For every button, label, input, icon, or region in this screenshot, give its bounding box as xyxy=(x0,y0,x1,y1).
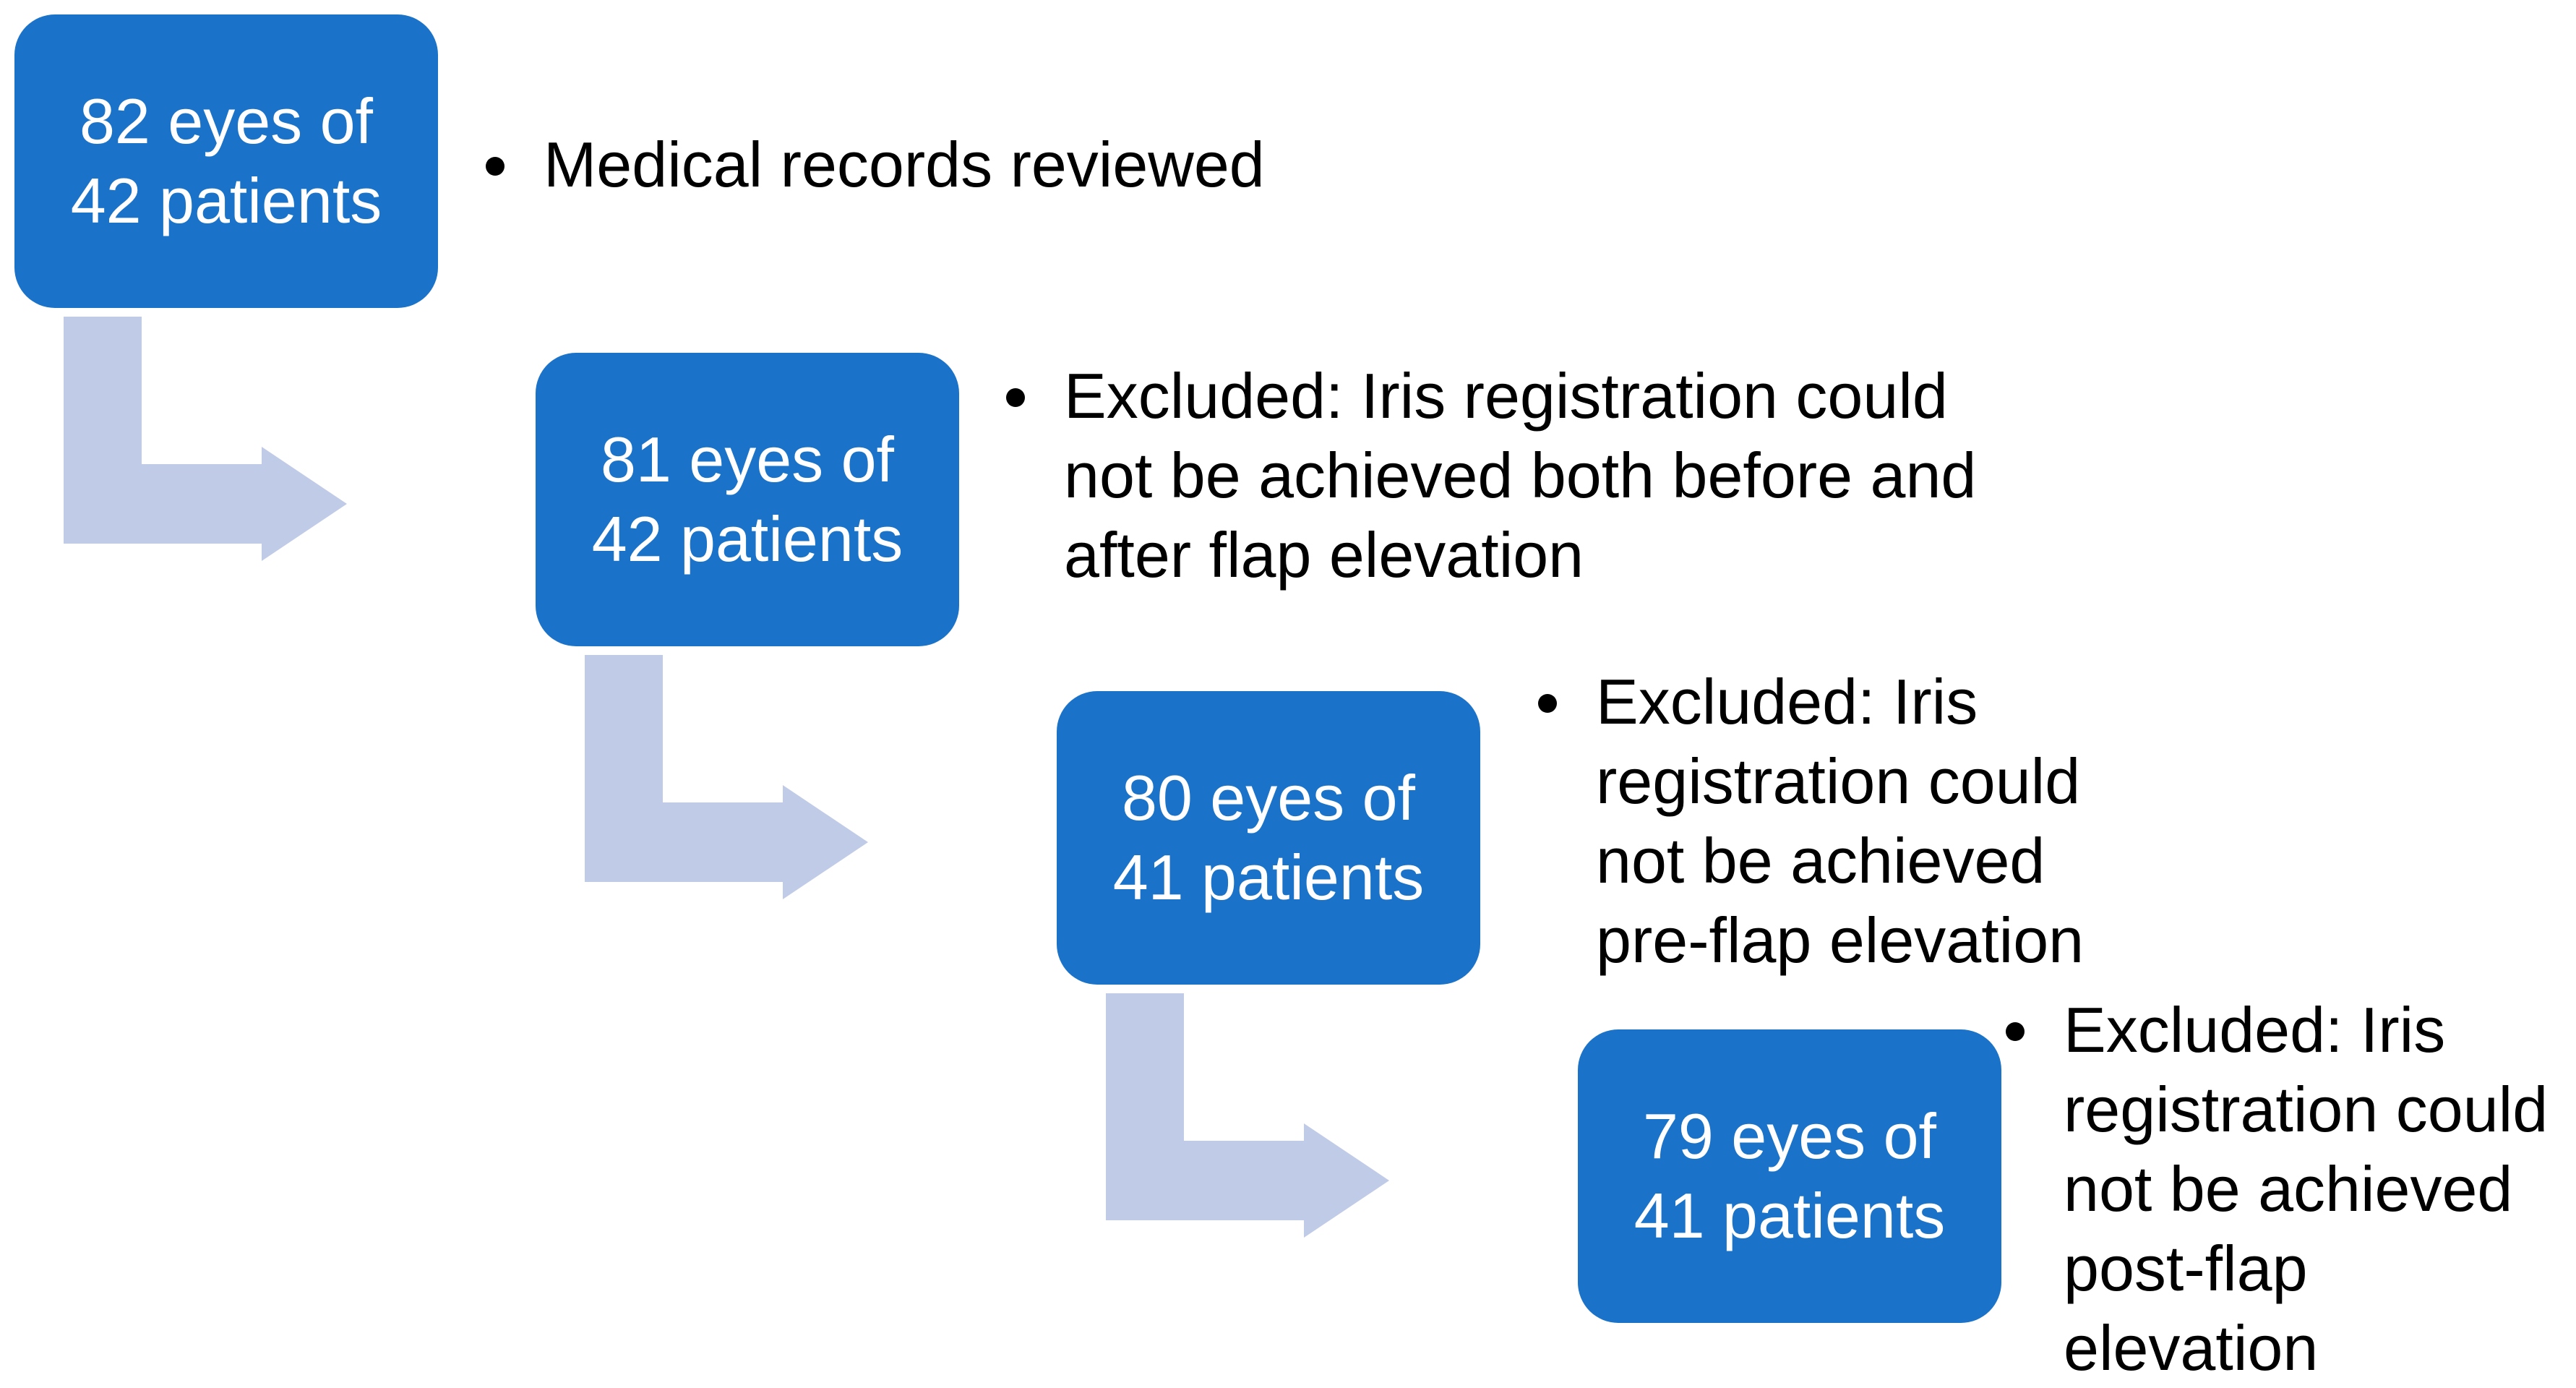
step-note-1: Medical records reviewed xyxy=(486,125,1265,205)
note-item: Excluded: Iris registration could not be… xyxy=(1538,662,2084,980)
bullet-dot-icon xyxy=(486,157,505,176)
step-box-line: 42 patients xyxy=(591,503,903,575)
step-box-2: 81 eyes of 42 patients xyxy=(536,353,959,646)
bent-arrow-right-icon xyxy=(1106,993,1389,1238)
bent-arrow-right-icon xyxy=(64,317,347,561)
step-box-text: 79 eyes of 41 patients xyxy=(1634,1097,1946,1256)
step-box-line: 79 eyes of xyxy=(1642,1100,1937,1172)
note-line: registration could xyxy=(1596,745,2081,817)
note-item: Excluded: Iris registration could not be… xyxy=(2006,990,2548,1388)
step-note-3: Excluded: Iris registration could not be… xyxy=(1538,662,2084,980)
note-line: Medical records reviewed xyxy=(544,129,1265,200)
step-box-line: 81 eyes of xyxy=(600,424,895,495)
note-line: post-flap xyxy=(2064,1233,2308,1304)
note-item: Medical records reviewed xyxy=(486,125,1265,205)
note-line: pre-flap elevation xyxy=(1596,904,2085,976)
step-box-line: 41 patients xyxy=(1112,841,1425,913)
step-note-4: Excluded: Iris registration could not be… xyxy=(2006,990,2548,1388)
step-box-1: 82 eyes of 42 patients xyxy=(14,14,438,308)
note-line: not be achieved xyxy=(1596,825,2045,896)
step-box-line: 80 eyes of xyxy=(1121,762,1416,834)
step-box-line: 42 patients xyxy=(70,165,382,236)
step-box-text: 82 eyes of 42 patients xyxy=(71,82,382,241)
step-box-line: 41 patients xyxy=(1633,1180,1946,1251)
note-item: Excluded: Iris registration could not be… xyxy=(1006,356,1976,595)
bent-arrow-right-icon xyxy=(585,655,868,899)
note-line: Excluded: Iris xyxy=(2064,994,2446,1066)
step-box-text: 80 eyes of 41 patients xyxy=(1113,758,1425,917)
note-line: after flap elevation xyxy=(1064,519,1584,591)
bullet-dot-icon xyxy=(1538,694,1557,713)
note-line: Excluded: Iris xyxy=(1596,666,1978,737)
step-box-text: 81 eyes of 42 patients xyxy=(592,420,903,579)
bullet-dot-icon xyxy=(1006,388,1025,407)
note-line: not be achieved both before and xyxy=(1064,440,1977,511)
note-line: elevation xyxy=(2064,1312,2319,1384)
note-line: not be achieved xyxy=(2064,1153,2513,1225)
note-line: Excluded: Iris registration could xyxy=(1064,360,1948,432)
step-box-4: 79 eyes of 41 patients xyxy=(1578,1029,2001,1323)
step-note-2: Excluded: Iris registration could not be… xyxy=(1006,356,1976,595)
note-line: registration could xyxy=(2064,1074,2549,1145)
step-box-line: 82 eyes of xyxy=(79,85,374,157)
step-box-3: 80 eyes of 41 patients xyxy=(1057,691,1480,985)
bullet-dot-icon xyxy=(2006,1022,2025,1041)
